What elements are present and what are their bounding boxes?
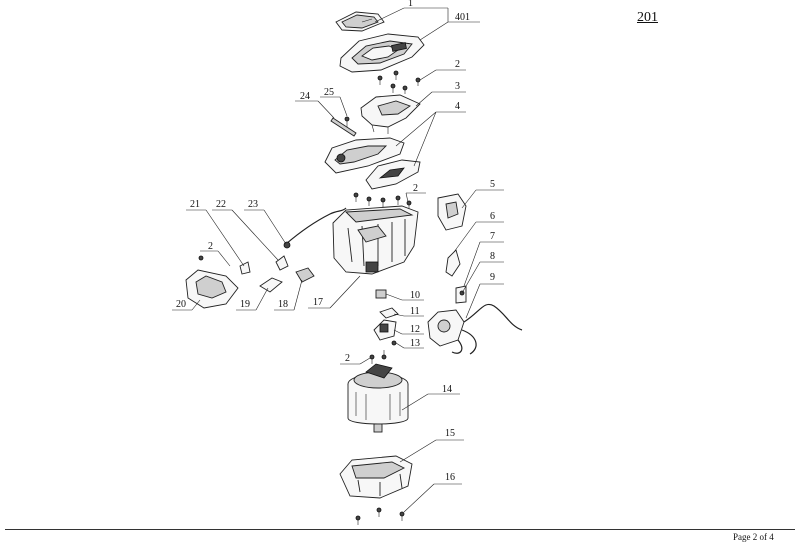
callout-15: 15 xyxy=(399,428,464,463)
part-13-screw xyxy=(383,340,397,356)
part-5-bracket xyxy=(437,193,467,231)
callout-4: 4 xyxy=(395,101,466,167)
callout-23-label: 23 xyxy=(248,199,258,210)
callout-21-label: 21 xyxy=(190,199,200,210)
part-12-holder xyxy=(373,319,397,341)
callout-8-label: 8 xyxy=(490,251,495,262)
callout-24-label: 24 xyxy=(300,91,310,102)
part-22-tab xyxy=(275,255,289,271)
part-9-switch-harness xyxy=(427,303,523,355)
part-4-housing-lower xyxy=(365,159,421,190)
callout-10: 10 xyxy=(385,290,424,301)
part-14-motor xyxy=(347,363,409,433)
callout-22: 22 xyxy=(212,199,279,261)
callout-1-label: 1 xyxy=(408,0,413,9)
callout-16-label: 16 xyxy=(445,472,455,483)
part-20-front-trim xyxy=(185,269,239,309)
part-6-spring-clip xyxy=(445,249,461,277)
callout-3-label: 3 xyxy=(455,81,460,92)
callout-22-label: 22 xyxy=(216,199,226,210)
part-24-rod xyxy=(330,117,357,137)
part-25-pin xyxy=(344,116,350,127)
callout-2a: 2 xyxy=(419,59,466,81)
part-10-block xyxy=(375,289,387,299)
callout-9-label: 9 xyxy=(490,272,495,283)
screws-row-upper xyxy=(377,70,421,94)
callout-25: 25 xyxy=(320,87,348,117)
callout-2d-label: 2 xyxy=(345,353,350,364)
part-19-lens xyxy=(259,277,283,293)
part-401-top-frame xyxy=(339,33,425,73)
callout-14-label: 14 xyxy=(442,384,452,395)
page-indicator: Page 2 of 4 xyxy=(733,532,774,542)
callout-25-label: 25 xyxy=(324,87,334,98)
part-15-base xyxy=(339,455,413,499)
callout-2d: 2 xyxy=(340,353,371,365)
callout-8: 8 xyxy=(461,251,504,294)
screws-row-lower xyxy=(369,354,387,364)
callout-9: 9 xyxy=(465,272,504,319)
callout-7: 7 xyxy=(463,231,504,287)
part-21-tab xyxy=(239,261,251,275)
callout-2c: 2 xyxy=(200,241,231,267)
callout-21: 21 xyxy=(186,199,245,267)
callout-13: 13 xyxy=(395,338,424,349)
callout-401-label: 401 xyxy=(455,12,470,23)
callout-5-label: 5 xyxy=(490,179,495,190)
part-1-cover-lid xyxy=(335,11,385,32)
callout-19: 19 xyxy=(236,287,269,311)
part-17-main-body xyxy=(332,205,419,275)
callout-11: 11 xyxy=(393,306,424,317)
callout-2b-label: 2 xyxy=(413,183,418,194)
callout-12: 12 xyxy=(393,324,424,335)
callout-20: 20 xyxy=(172,299,201,311)
callout-18: 18 xyxy=(274,279,303,311)
footer-divider xyxy=(5,529,795,530)
callout-23: 23 xyxy=(244,199,287,245)
part-11-cap xyxy=(379,307,399,319)
callout-3: 3 xyxy=(415,81,466,107)
screws-row-middle xyxy=(353,192,412,210)
callout-7-label: 7 xyxy=(490,231,495,242)
part-18-button xyxy=(295,267,315,283)
callout-6: 6 xyxy=(453,211,504,253)
callout-6-label: 6 xyxy=(490,211,495,222)
callout-20-label: 20 xyxy=(176,299,186,310)
part-4-housing-upper xyxy=(324,137,405,174)
callout-14: 14 xyxy=(401,384,460,411)
callout-19-label: 19 xyxy=(240,299,250,310)
callout-17-label: 17 xyxy=(313,297,323,308)
callout-16: 16 xyxy=(403,472,462,513)
callout-13-label: 13 xyxy=(410,338,420,349)
callout-24: 24 xyxy=(295,91,335,119)
part-16-screws xyxy=(355,507,405,525)
screw-left xyxy=(198,255,204,261)
diagram-number: 201 xyxy=(637,10,658,25)
callout-11-label: 11 xyxy=(410,306,420,317)
part-3-inner-plate xyxy=(360,94,421,134)
callout-18-label: 18 xyxy=(278,299,288,310)
callout-401: 401 xyxy=(419,8,480,41)
callout-2b: 2 xyxy=(405,183,426,203)
callout-12-label: 12 xyxy=(410,324,420,335)
callout-2c-label: 2 xyxy=(208,241,213,252)
callout-5: 5 xyxy=(461,179,504,209)
callout-10-label: 10 xyxy=(410,290,420,301)
callout-2a-label: 2 xyxy=(455,59,460,70)
callout-4-label: 4 xyxy=(455,101,460,112)
callout-1: 1 xyxy=(374,0,448,23)
callout-17: 17 xyxy=(308,275,361,309)
callout-15-label: 15 xyxy=(445,428,455,439)
